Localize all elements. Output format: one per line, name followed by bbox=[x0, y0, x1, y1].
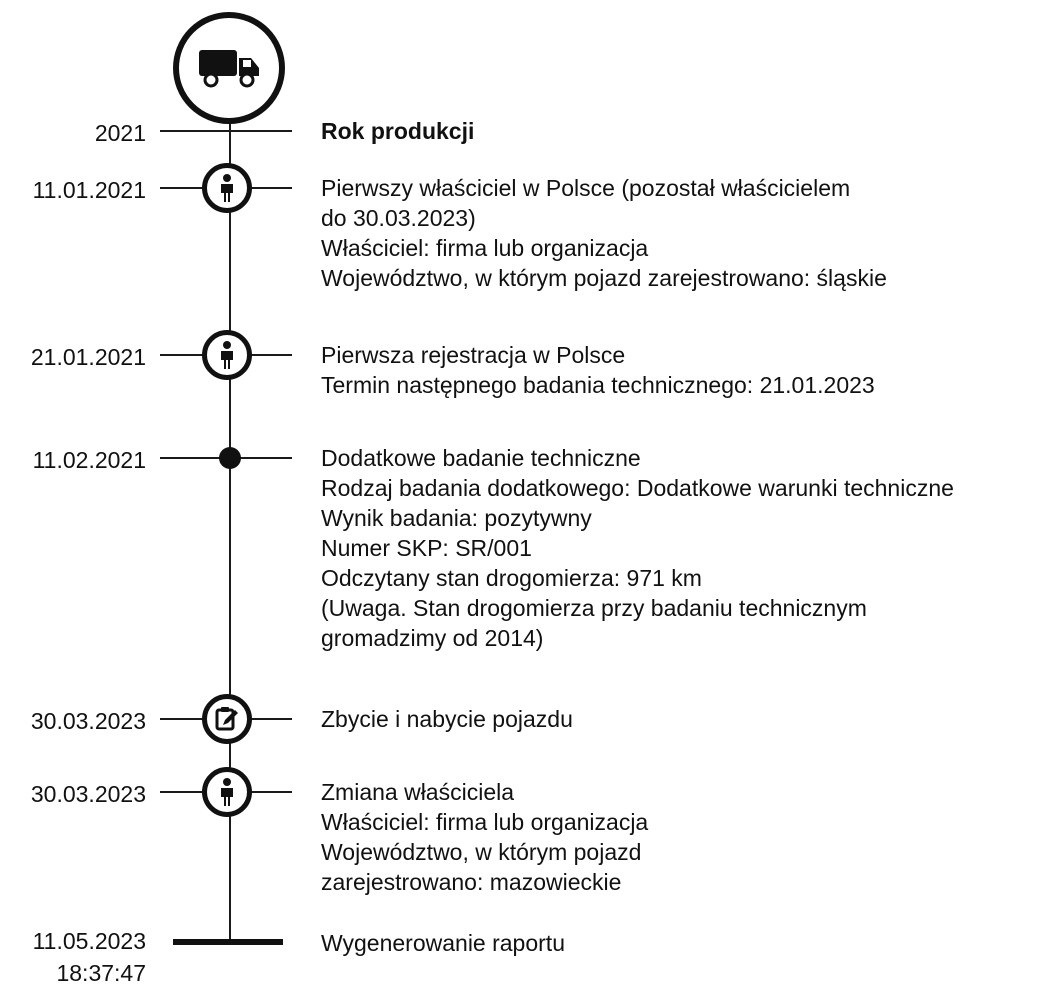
event-line: Rodzaj badania dodatkowego: Dodatkowe wa… bbox=[321, 475, 954, 501]
footer-time: 18:37:47 bbox=[56, 960, 146, 986]
event-line: do 30.03.2023) bbox=[321, 205, 476, 231]
event-line: Właściciel: firma lub organizacja bbox=[321, 235, 649, 261]
footer-date: 11.05.2023 bbox=[32, 928, 146, 954]
event-line: Pierwszy właściciel w Polsce (pozostał w… bbox=[321, 175, 851, 201]
event-line: gromadzimy od 2014) bbox=[321, 625, 544, 651]
event-date: 2021 bbox=[94, 120, 146, 146]
event-line: Zbycie i nabycie pojazdu bbox=[321, 706, 573, 732]
event-date: 11.02.2021 bbox=[32, 447, 146, 473]
event-line: Zmiana właściciela bbox=[321, 779, 515, 805]
event-line: Numer SKP: SR/001 bbox=[321, 535, 532, 561]
event-description: Dodatkowe badanie techniczne Rodzaj bada… bbox=[321, 443, 1061, 653]
event-description: Pierwsza rejestracja w Polsce Termin nas… bbox=[321, 340, 1061, 400]
event-line: zarejestrowano: mazowieckie bbox=[321, 869, 622, 895]
event-line: Właściciel: firma lub organizacja bbox=[321, 809, 649, 835]
truck-icon bbox=[173, 12, 285, 124]
event-description: Pierwszy właściciel w Polsce (pozostał w… bbox=[321, 173, 1061, 293]
event-date: 21.01.2021 bbox=[30, 344, 146, 370]
event-line: (Uwaga. Stan drogomierza przy badaniu te… bbox=[321, 595, 867, 621]
person-icon bbox=[202, 330, 252, 380]
event-line: Odczytany stan drogomierza: 971 km bbox=[321, 565, 702, 591]
event-line: Województwo, w którym pojazd zarejestrow… bbox=[321, 265, 887, 291]
event-date: 11.01.2021 bbox=[32, 177, 146, 203]
event-description: Rok produkcji bbox=[321, 116, 1061, 146]
event-line: Termin następnego badania technicznego: … bbox=[321, 372, 875, 398]
event-line: Województwo, w którym pojazd bbox=[321, 839, 642, 865]
person-icon bbox=[202, 767, 252, 817]
footer-label: Wygenerowanie raportu bbox=[321, 930, 565, 956]
event-title: Rok produkcji bbox=[321, 118, 475, 144]
document-edit-icon bbox=[202, 694, 252, 744]
event-line: Wynik badania: pozytywny bbox=[321, 505, 592, 531]
timeline-axis bbox=[229, 50, 231, 942]
timeline-connector bbox=[160, 130, 292, 132]
event-line: Pierwsza rejestracja w Polsce bbox=[321, 342, 626, 368]
event-date: 30.03.2023 bbox=[30, 708, 146, 734]
event-date: 30.03.2023 bbox=[30, 781, 146, 807]
person-icon bbox=[202, 163, 252, 213]
timeline-end-bar bbox=[173, 939, 283, 945]
event-description: Zmiana właściciela Właściciel: firma lub… bbox=[321, 777, 1061, 897]
timeline-dot bbox=[219, 447, 241, 469]
event-description: Zbycie i nabycie pojazdu bbox=[321, 704, 1061, 734]
event-line: Dodatkowe badanie techniczne bbox=[321, 445, 641, 471]
